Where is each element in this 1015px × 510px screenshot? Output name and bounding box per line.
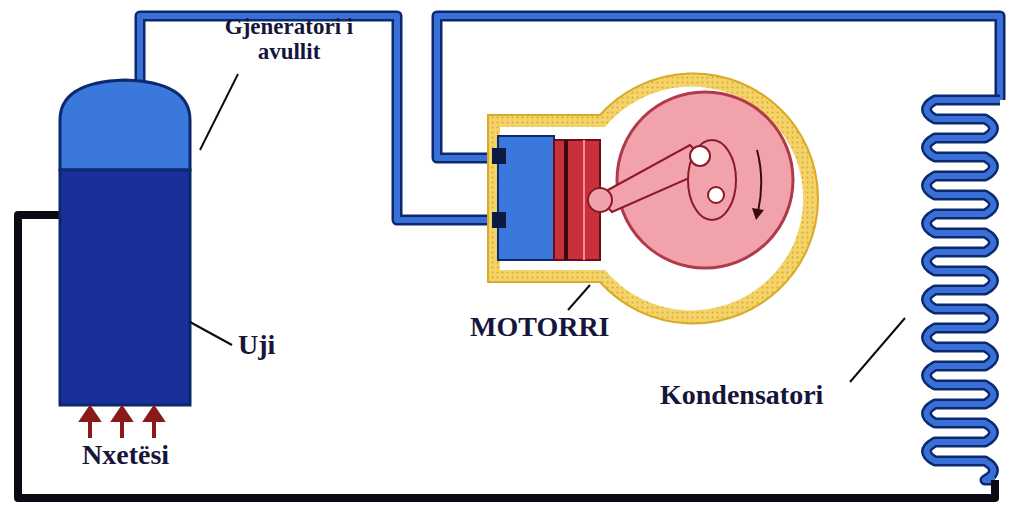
pipes (18, 16, 1000, 498)
steam-generator (60, 80, 190, 405)
heat-arrows (82, 408, 162, 438)
leader-lines (190, 74, 905, 382)
part-label: Uji (238, 330, 275, 361)
part-label: Gjeneratori i avullit (214, 14, 364, 65)
part-label: MOTORRI (470, 312, 610, 343)
engine (488, 74, 818, 324)
part-label: Nxetësi (82, 440, 169, 471)
part-label: Kondensatori (660, 380, 823, 411)
